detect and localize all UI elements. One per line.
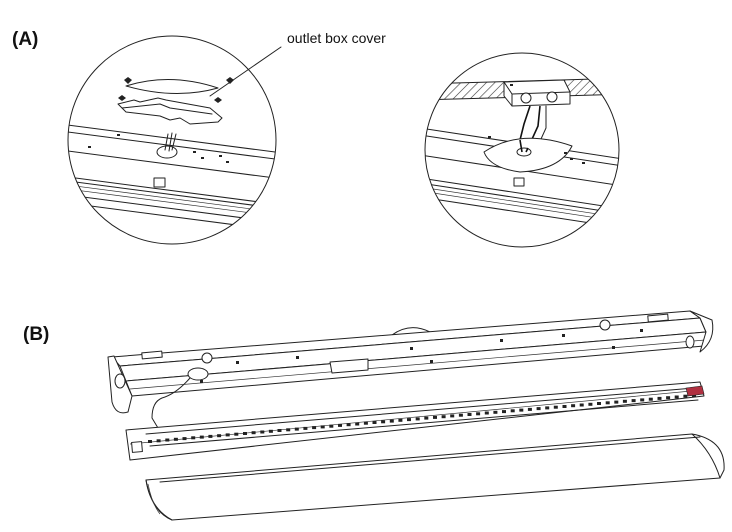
- led-chip: [519, 408, 524, 412]
- connection-wire: [151, 377, 191, 429]
- led-chip: [182, 437, 187, 441]
- led-chip: [165, 438, 170, 442]
- led-chip: [458, 413, 463, 417]
- junction-box: [503, 79, 571, 107]
- detail-circle-outlet-cover: [67, 35, 277, 245]
- led-chip: [156, 439, 161, 443]
- fixture-housing: [107, 310, 714, 429]
- led-chip: [173, 437, 178, 441]
- right-end-cap: [689, 310, 714, 353]
- magnifier-circle-left: [67, 35, 277, 245]
- detail-circle-installed-cover: [424, 52, 620, 248]
- led-chip: [484, 411, 489, 415]
- led-chip: [571, 404, 576, 408]
- led-chip: [191, 436, 196, 440]
- led-chip: [666, 396, 671, 400]
- led-chip: [260, 430, 265, 434]
- led-chip: [476, 412, 481, 416]
- mounting-tab: [153, 177, 166, 188]
- led-chip: [597, 402, 601, 405]
- led-chip: [389, 419, 394, 423]
- led-chip: [536, 407, 541, 411]
- led-chip: [303, 426, 308, 430]
- fixture-channel-left: [68, 123, 276, 233]
- led-chip: [502, 410, 506, 414]
- lens-diffuser: [145, 433, 725, 521]
- led-chip: [527, 407, 532, 411]
- led-chip: [346, 423, 351, 427]
- led-chip: [450, 414, 455, 418]
- led-chip: [467, 413, 472, 416]
- led-chip: [338, 423, 342, 427]
- led-chip: [286, 428, 291, 432]
- led-chip: [320, 425, 325, 429]
- led-chip: [148, 440, 152, 443]
- led-chip: [199, 435, 204, 439]
- led-board: [125, 381, 705, 461]
- led-chip: [415, 417, 420, 421]
- led-chip: [234, 432, 239, 436]
- outlet-box-cover-exploded: [117, 77, 234, 125]
- led-chip: [363, 421, 368, 425]
- led-chip: [588, 402, 593, 406]
- led-chip: [562, 405, 567, 408]
- led-chip: [622, 399, 627, 403]
- led-string: [148, 394, 696, 443]
- callout-label: outlet box cover: [287, 30, 386, 46]
- led-chip: [605, 401, 610, 405]
- led-chip: [648, 397, 653, 401]
- led-chip: [329, 424, 334, 428]
- led-chip: [372, 421, 377, 424]
- board-connector: [685, 385, 705, 397]
- led-chip: [268, 429, 273, 433]
- led-chip: [355, 422, 360, 426]
- led-chip: [614, 400, 619, 404]
- led-chip: [243, 432, 247, 435]
- led-chip: [545, 406, 550, 410]
- callout-leader-line: [209, 46, 282, 97]
- led-chip: [640, 398, 645, 402]
- led-chip: [433, 415, 437, 419]
- led-chip: [312, 426, 317, 430]
- led-chip: [553, 405, 558, 409]
- led-chip: [657, 396, 662, 400]
- panel-b-label: (B): [23, 324, 49, 345]
- led-chip: [579, 403, 584, 407]
- led-chip: [294, 427, 299, 431]
- led-chip: [398, 418, 403, 422]
- led-chip: [631, 399, 636, 403]
- led-chip: [493, 410, 498, 414]
- led-chip: [225, 433, 230, 437]
- panel-a-label: (A): [12, 29, 38, 50]
- led-chip: [424, 416, 429, 420]
- led-chip: [510, 409, 515, 413]
- led-chip: [674, 395, 679, 399]
- led-chip: [683, 394, 688, 398]
- led-chip: [381, 420, 386, 424]
- led-chip: [217, 434, 222, 438]
- driver-box: [329, 358, 369, 374]
- led-chip: [277, 429, 282, 432]
- callout-outlet-box-cover: outlet box cover: [209, 30, 386, 97]
- quick-connector: [187, 367, 209, 381]
- led-chip: [407, 418, 411, 422]
- led-chip: [208, 434, 213, 438]
- led-chip: [441, 415, 446, 419]
- led-chip: [251, 431, 256, 435]
- knockout-hole: [156, 145, 178, 159]
